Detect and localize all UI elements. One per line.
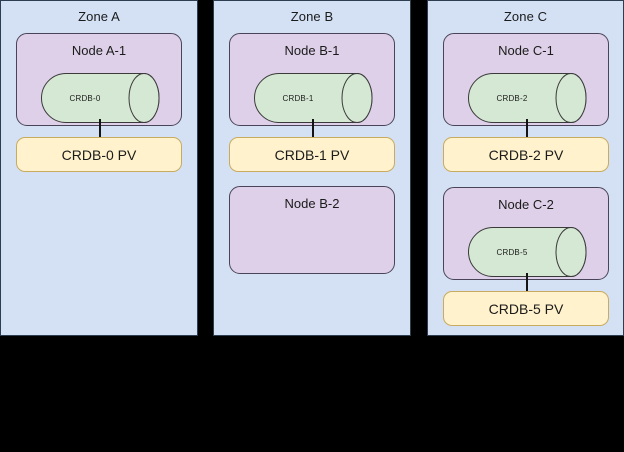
database-cylinder: CRDB-2 bbox=[468, 73, 587, 123]
database-cylinder: CRDB-5 bbox=[468, 227, 587, 277]
node-title: Node C-2 bbox=[498, 197, 554, 212]
node-box[interactable]: Node B-2 bbox=[229, 186, 395, 274]
cylinder-shape bbox=[468, 73, 587, 123]
pv-connector-line bbox=[526, 119, 528, 140]
database-cylinder: CRDB-1 bbox=[254, 73, 373, 123]
node-title: Node B-1 bbox=[284, 43, 340, 58]
cylinder-label: CRDB-2 bbox=[496, 93, 528, 103]
zone-title: Zone A bbox=[78, 9, 120, 24]
database-cylinder: CRDB-0 bbox=[41, 73, 160, 123]
zone-title: Zone B bbox=[290, 9, 334, 24]
cylinder-shape bbox=[41, 73, 160, 123]
node-title: Node C-1 bbox=[498, 43, 554, 58]
persistent-volume-box[interactable]: CRDB-5 PV bbox=[443, 291, 609, 326]
node-title: Node A-1 bbox=[71, 43, 127, 58]
pv-connector-line bbox=[99, 119, 101, 140]
persistent-volume-box[interactable]: CRDB-2 PV bbox=[443, 137, 609, 172]
cylinder-shape bbox=[468, 227, 587, 277]
node-title: Node B-2 bbox=[284, 196, 340, 211]
persistent-volume-box[interactable]: CRDB-0 PV bbox=[16, 137, 182, 172]
persistent-volume-box[interactable]: CRDB-1 PV bbox=[229, 137, 395, 172]
cylinder-label: CRDB-1 bbox=[282, 93, 314, 103]
pv-connector-line bbox=[312, 119, 314, 140]
pv-connector-line bbox=[526, 273, 528, 294]
zone-title: Zone C bbox=[503, 9, 548, 24]
cylinder-label: CRDB-5 bbox=[496, 247, 528, 257]
cylinder-shape bbox=[254, 73, 373, 123]
cylinder-label: CRDB-0 bbox=[69, 93, 101, 103]
